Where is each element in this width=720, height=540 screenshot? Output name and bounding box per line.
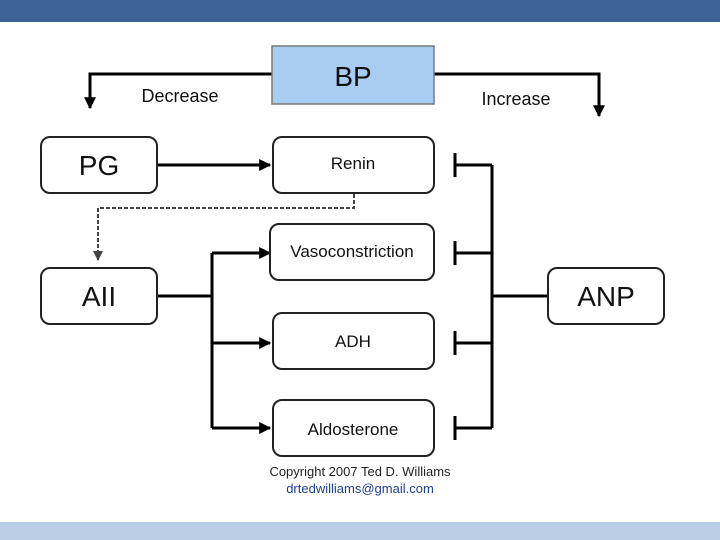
anp-node bbox=[547, 267, 665, 325]
slide-footer-bar bbox=[0, 522, 720, 540]
slide-header-bar bbox=[0, 0, 720, 22]
renin-label: Renin bbox=[331, 154, 375, 173]
copyright-text: Copyright 2007 Ted D. Williams bbox=[269, 464, 451, 479]
aii-label: AII bbox=[82, 281, 116, 312]
anp-inhibits-renin bbox=[453, 153, 492, 177]
anp-inhibits-adh bbox=[453, 331, 492, 355]
pg-label: PG bbox=[79, 150, 119, 181]
renin-node bbox=[272, 136, 435, 194]
renin-to-aii-dashed-arrow bbox=[93, 194, 355, 261]
vasoconstriction-node bbox=[269, 223, 435, 281]
author-email-text: drtedwilliams@gmail.com bbox=[286, 481, 434, 496]
pg-node bbox=[40, 136, 158, 194]
adh-label: ADH bbox=[335, 332, 371, 351]
bp-label: BP bbox=[334, 61, 371, 92]
increase-arrow bbox=[434, 72, 605, 118]
adh-node bbox=[272, 312, 435, 370]
decrease-arrow bbox=[84, 72, 272, 110]
decrease-label: Decrease bbox=[141, 86, 218, 106]
vasoconstriction-label: Vasoconstriction bbox=[290, 242, 413, 261]
bp-node bbox=[271, 45, 435, 105]
aldosterone-label: Aldosterone bbox=[308, 420, 399, 439]
anp-inhibits-vasoconstriction bbox=[453, 241, 492, 265]
aii-node bbox=[40, 267, 158, 325]
anp-inhibits-aldosterone bbox=[453, 416, 492, 440]
anp-label: ANP bbox=[577, 281, 635, 312]
aldosterone-node bbox=[272, 399, 435, 457]
increase-label: Increase bbox=[481, 89, 550, 109]
